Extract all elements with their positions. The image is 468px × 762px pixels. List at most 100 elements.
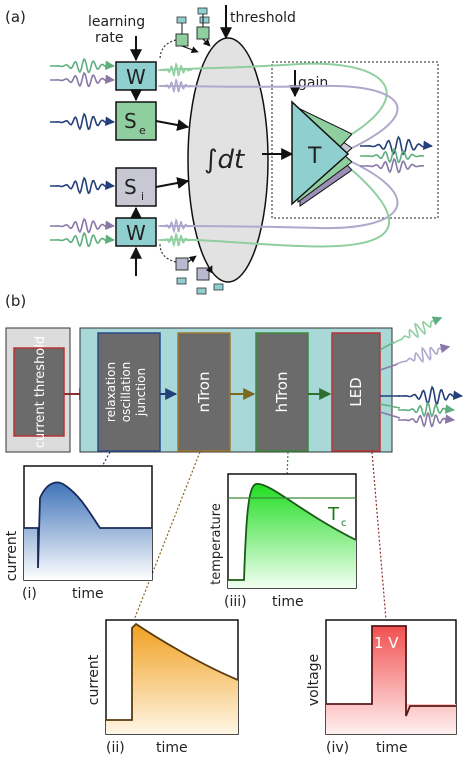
led-out-line-3 (379, 411, 401, 419)
weight-bottom-label: W (126, 221, 146, 245)
ntron-block (177, 332, 231, 452)
htron-label: hTron (273, 372, 291, 413)
plot-i-ylabel: current (4, 530, 20, 581)
plot-ii-ylabel: current (86, 654, 102, 705)
feedback-wave-top-2 (158, 78, 193, 94)
led-block (331, 332, 381, 452)
current-threshold-block (13, 347, 65, 437)
panel-b-wave-packets (391, 316, 463, 428)
plot-iv-curve (326, 625, 456, 717)
plot-iv-ylabel: voltage (306, 654, 322, 706)
synapse-mini-4 (176, 277, 187, 285)
panel-b: (b) current threshold relaxation oscilla… (4, 292, 463, 756)
output-wave-b-2 (398, 401, 455, 418)
plot-i-fill (24, 482, 152, 580)
feedback-curve-4 (159, 169, 390, 248)
weight-top-label: W (126, 65, 146, 89)
feedback-wave-top-1 (158, 62, 193, 78)
output-wave-b-3 (398, 411, 455, 428)
synapse-square-bottom-1 (175, 257, 189, 271)
si-subscript: i (141, 190, 144, 203)
input-wave-w-bottom-1 (50, 217, 115, 234)
feedback-curve-1 (159, 62, 388, 135)
plot-i: current (i) time (4, 465, 153, 602)
dotted-link-top (159, 39, 177, 61)
plot-iii-tc-subscript: c (341, 518, 347, 529)
htron-block (255, 332, 309, 452)
gain-label: gain (298, 75, 328, 91)
dotted-link-bottom (159, 243, 177, 263)
input-wave-w-bottom-2 (50, 231, 115, 248)
plot-i-label: (i) (22, 586, 37, 602)
synapse-square-bottom-2 (196, 267, 210, 281)
plot-ii-label: (ii) (106, 740, 125, 756)
plot-iii-tc-label: T (327, 504, 340, 525)
threshold-label: threshold (230, 10, 296, 26)
panel-a-label: (a) (5, 8, 26, 26)
plot-iii: T c temperature (iii) time (209, 473, 357, 610)
relaxation-oscillation-junction-block (97, 332, 161, 452)
connector-iv (371, 451, 387, 621)
feedback-wave-bottom-1 (158, 218, 193, 234)
synapse-inhibitory-block (115, 167, 157, 207)
output-wave-b-diag-1 (391, 316, 443, 345)
junction-label-1: relaxation (104, 362, 118, 422)
connector-iii (285, 451, 289, 505)
input-wave-w-top-2 (50, 71, 115, 88)
output-wave-b-diag-2-group (395, 343, 451, 365)
plot-iv: 1 V voltage (iv) time (306, 619, 457, 756)
transfer-label: T (307, 144, 322, 169)
plot-iv-fill (326, 626, 456, 734)
output-wave-a-3 (360, 157, 425, 174)
plot-iii-fill (228, 483, 356, 588)
plot-i-xlabel: time (72, 586, 104, 602)
output-wave-b-1 (398, 385, 463, 406)
output-wave-b-diag-2 (395, 343, 451, 365)
plot-ii-curve (106, 622, 239, 721)
se-subscript: e (139, 124, 146, 137)
input-wave-si (50, 176, 115, 195)
plot-iii-xlabel: time (272, 594, 304, 610)
synapse-mini-1 (176, 16, 187, 24)
junction-label-3: junction (134, 368, 148, 417)
junction-label-2: oscillation (119, 362, 133, 423)
led-out-line-5 (379, 363, 399, 371)
input-wave-se (50, 112, 115, 131)
input-wave-w-top-1 (50, 57, 115, 74)
plot-iii-label: (iii) (224, 594, 247, 610)
ntron-label: nTron (195, 372, 213, 413)
se-to-integrator-arrow (155, 119, 190, 131)
feedback-curve-3 (159, 161, 399, 230)
output-wave-b-diag-1-group (391, 316, 443, 345)
feedback-wave-bottom-2 (158, 232, 193, 248)
plot-ii-fill (106, 624, 238, 734)
mini-arrow-3 (187, 255, 197, 263)
mini-arrow-4 (205, 265, 213, 274)
output-wave-a-2 (360, 147, 425, 164)
plot-ii: current (ii) time (86, 619, 239, 756)
transfer-dotted-box (271, 61, 439, 219)
learning-rate-label-line2: rate (95, 30, 123, 46)
synapse-mini-5 (196, 287, 207, 295)
plot-iii-curve (228, 483, 357, 581)
output-wave-a-1 (360, 135, 433, 156)
synapse-excitatory-block (115, 101, 157, 141)
mini-arrow-2 (202, 38, 211, 47)
synapse-square-top-2 (196, 26, 210, 40)
plot-iv-xlabel: time (376, 740, 408, 756)
plot-iv-annotation: 1 V (374, 634, 399, 652)
mini-arrow-1 (181, 45, 199, 54)
transfer-main (291, 100, 350, 206)
current-threshold-label: current threshold (33, 336, 48, 448)
plot-iii-ylabel: temperature (209, 503, 224, 585)
integrator-label: ∫dt (204, 145, 245, 175)
plot-ii-xlabel: time (156, 740, 188, 756)
plot-i-curve (24, 481, 152, 569)
synapse-mini-6 (213, 283, 224, 291)
panel-b-label: (b) (5, 292, 26, 310)
se-label: S (124, 109, 137, 133)
si-to-integrator-arrow (155, 177, 190, 189)
synapse-mini-2 (197, 7, 208, 15)
si-label: S (124, 175, 137, 199)
plot-iv-label: (iv) (326, 740, 349, 756)
